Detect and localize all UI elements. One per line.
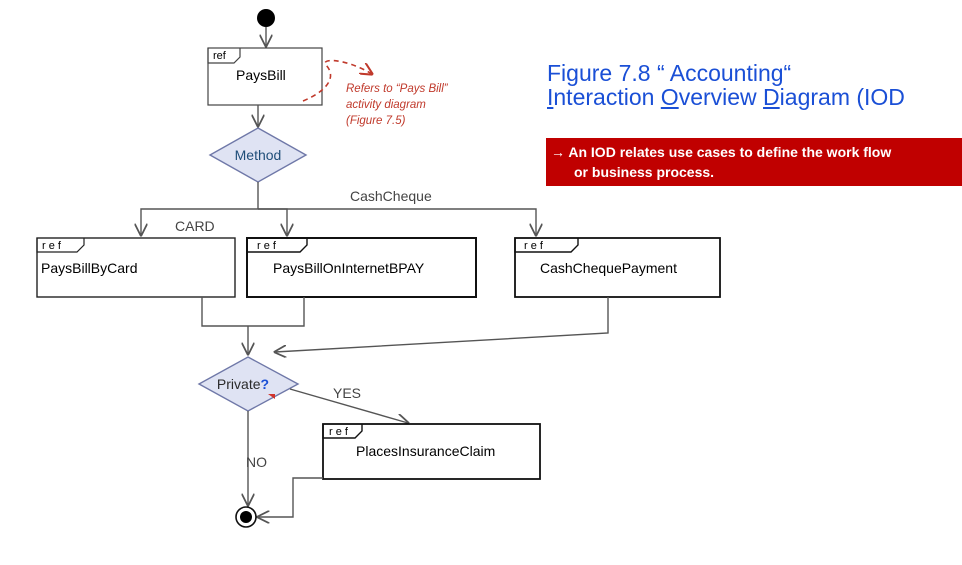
node-label-paysbillonInternetbpay: PaysBillOnInternetBPAY [273, 260, 425, 276]
annotation-text: Refers to “Pays Bill” activity diagram (… [346, 83, 449, 127]
edge-to-card [141, 208, 258, 235]
edge-internet-merge [248, 297, 305, 327]
edge-to-cash [258, 208, 536, 235]
ref-tag: r e f [524, 240, 544, 252]
edge-label-cash-cheque: CashCheque [350, 188, 432, 204]
edge-label-yes: YES [333, 385, 361, 401]
ref-tag: r e f [42, 240, 62, 252]
edge-card-merge [201, 297, 248, 327]
ref-tag: ref [213, 50, 227, 62]
node-label-cashchequepayment: CashChequePayment [540, 260, 677, 276]
edge-insurance-to-final [258, 477, 323, 517]
annotation-line-1: Refers to “Pays Bill” [346, 83, 449, 95]
ref-frame-paysbill[interactable]: ref PaysBill [207, 47, 323, 106]
edge-label-card: CARD [175, 218, 215, 234]
decision-private[interactable]: Private? [197, 356, 300, 412]
initial-node [257, 9, 275, 27]
edge-to-internet [258, 208, 287, 235]
figure-title-line-2: Interaction Overview Diagram (IOD [547, 84, 905, 110]
decision-private-marker [268, 394, 275, 399]
info-banner: → An IOD relates use cases to define the… [546, 138, 962, 186]
node-label-paysbillbycard: PaysBillByCard [41, 260, 137, 276]
edge-cash-to-private [275, 297, 609, 352]
banner-line-1: An IOD relates use cases to define the w… [565, 144, 892, 160]
ref-frame-cashchequepayment[interactable]: r e f CashChequePayment [514, 237, 721, 298]
annotation-curve [302, 59, 372, 102]
ref-tag: r e f [329, 426, 349, 438]
node-label-placesinsuranceclaim: PlacesInsuranceClaim [356, 443, 495, 459]
decision-private-label: Private? [217, 376, 269, 392]
decision-method[interactable]: Method [208, 127, 308, 183]
figure-title-line-1: Figure 7.8 “ Accounting“ [547, 60, 792, 86]
node-label-paysbill: PaysBill [236, 67, 286, 83]
final-node [235, 506, 257, 528]
annotation-line-2: activity diagram [346, 99, 426, 111]
edge-label-no: NO [246, 454, 267, 470]
arrow-icon: → [551, 144, 565, 160]
banner-line-2: or business process. [574, 164, 715, 180]
ref-frame-placesinsuranceclaim[interactable]: r e f PlacesInsuranceClaim [322, 423, 541, 480]
edge-private-yes [289, 388, 408, 423]
ref-frame-paysbillbycard[interactable]: r e f PaysBillByCard [36, 237, 236, 298]
ref-tag: r e f [257, 240, 277, 252]
ref-frame-paysbillonInternetbpay[interactable]: r e f PaysBillOnInternetBPAY [246, 237, 477, 298]
decision-method-label: Method [235, 147, 282, 163]
annotation-line-3: (Figure 7.5) [346, 115, 406, 127]
